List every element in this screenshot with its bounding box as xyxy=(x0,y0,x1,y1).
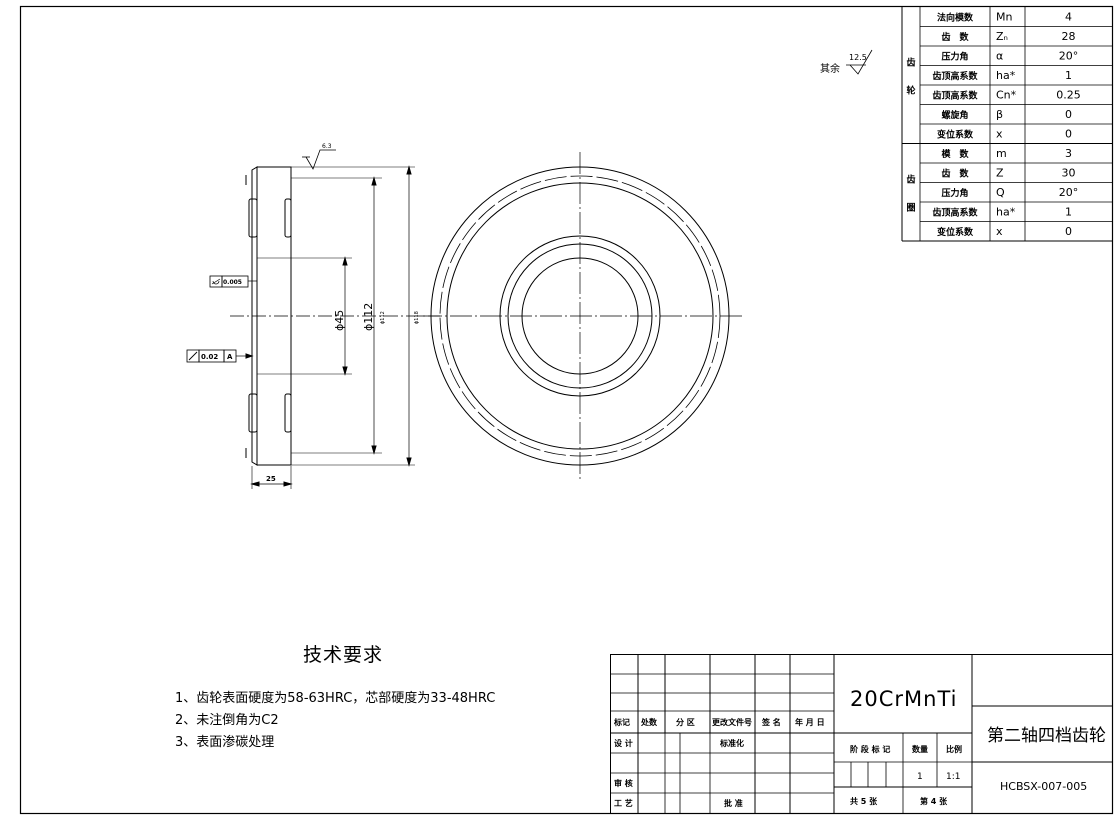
param-symbol: ha* xyxy=(996,205,1016,218)
param-label: 螺旋角 xyxy=(941,109,968,121)
front-view xyxy=(420,152,742,482)
title-block xyxy=(610,654,1113,814)
param-label: 模 数 xyxy=(941,148,969,160)
header-label-mark: 标记 xyxy=(613,717,630,727)
dim-text-mid-small: ϕ112 xyxy=(380,311,386,324)
technical-requirements-list: 1、齿轮表面硬度为58-63HRC，芯部硬度为33-48HRC 2、未注倒角为C… xyxy=(175,688,495,754)
label-quantity: 数量 xyxy=(912,744,928,754)
material: 20CrMnTi xyxy=(850,687,957,711)
label-review: 审 核 xyxy=(614,778,633,788)
param-label: 齿顶高系数 xyxy=(932,70,978,82)
param-symbol: β xyxy=(996,108,1003,121)
surface-finish-rest-symbol xyxy=(846,49,873,75)
requirement-item: 1、齿轮表面硬度为58-63HRC，芯部硬度为33-48HRC xyxy=(175,691,496,706)
param-value: 20° xyxy=(1059,186,1079,199)
param-value: 1 xyxy=(1065,69,1072,82)
title-block-frame xyxy=(610,654,1113,814)
param-symbol: m xyxy=(996,147,1007,160)
dim-text-mid: ϕ112 xyxy=(362,303,375,331)
param-symbol: Q xyxy=(996,186,1005,199)
label-scale: 比例 xyxy=(946,744,962,754)
total-sheets: 共 5 张 xyxy=(850,796,878,806)
param-label: 压力角 xyxy=(941,50,968,62)
param-label: 压力角 xyxy=(941,187,968,199)
param-value: 3 xyxy=(1065,147,1072,160)
param-symbol: Cn* xyxy=(996,88,1017,101)
param-value: 0 xyxy=(1065,127,1072,140)
part-name: 第二轴四档齿轮 xyxy=(987,726,1106,746)
dim-text-width: 25 xyxy=(266,475,276,483)
sheet-number: 第 4 张 xyxy=(920,796,948,806)
side-view-slot-lower-left xyxy=(248,393,258,433)
sheet-border xyxy=(19,5,1114,815)
param-value: 0.25 xyxy=(1056,88,1081,101)
header-label-signature: 签 名 xyxy=(761,717,781,727)
gdt-value-circularity: 0.005 xyxy=(223,279,242,286)
side-view xyxy=(186,149,440,489)
param-value: 20° xyxy=(1059,49,1079,62)
note-rest-label: 其余 xyxy=(820,62,840,75)
param-label: 法向模数 xyxy=(937,11,974,23)
side-view-slot-lower-right xyxy=(284,393,292,433)
quantity-value: 1 xyxy=(917,772,923,782)
title-block-texts: 20CrMnTi 第二轴四档齿轮 HCBSX-007-005 标记 处数 分 区… xyxy=(613,687,1106,808)
param-value: 28 xyxy=(1062,30,1076,43)
surface-finish-rest-value: 12.5 xyxy=(849,53,867,62)
param-value: 30 xyxy=(1062,166,1076,179)
param-label: 齿 数 xyxy=(941,31,969,43)
label-standardize: 标准化 xyxy=(719,738,744,748)
param-symbol: Z xyxy=(996,166,1004,179)
param-symbol: Mn xyxy=(996,10,1012,23)
param-label: 齿顶高系数 xyxy=(932,206,978,218)
param-label: 变位系数 xyxy=(937,226,974,238)
param-symbol: ha* xyxy=(996,69,1016,82)
param-value: 4 xyxy=(1065,10,1072,23)
param-label: 变位系数 xyxy=(937,128,974,140)
param-label: 齿 数 xyxy=(941,167,969,179)
section-label-ring: 齿圈 xyxy=(906,173,915,213)
param-symbol: Zₙ xyxy=(996,30,1008,43)
requirement-item: 2、未注倒角为C2 xyxy=(175,713,279,728)
gdt-value-runout: 0.02 xyxy=(201,353,218,361)
label-design: 设 计 xyxy=(614,738,633,748)
label-approve: 批 准 xyxy=(724,798,743,808)
side-view-slot-upper-right xyxy=(284,198,292,238)
param-value: 0 xyxy=(1065,108,1072,121)
param-value: 1 xyxy=(1065,205,1072,218)
scale-value: 1:1 xyxy=(946,772,960,782)
surface-finish-face-value: 6.3 xyxy=(322,143,332,150)
dim-text-outer-small: ϕ118 xyxy=(414,311,420,324)
param-value: 0 xyxy=(1065,225,1072,238)
header-label-date: 年 月 日 xyxy=(795,717,825,727)
side-view-slot-upper-left xyxy=(248,198,258,238)
header-label-zone: 分 区 xyxy=(676,717,695,727)
gear-parameter-table: 法向模数 Mn 4 齿 数 Zₙ 28 压力角 α 20° 齿顶高系数 ha* 1 齿顶高系数 Cn* 0.… xyxy=(901,7,1112,242)
param-symbol: α xyxy=(996,49,1003,62)
gdt-datum: A xyxy=(227,353,233,361)
param-symbol: x xyxy=(996,225,1003,238)
section-label-gear: 齿轮 xyxy=(906,56,915,96)
header-label-change-doc: 更改文件号 xyxy=(712,717,752,727)
header-label-count: 处数 xyxy=(640,717,658,727)
label-stage-mark: 阶 段 标 记 xyxy=(850,744,890,754)
param-label: 齿顶高系数 xyxy=(932,89,978,101)
requirement-item: 3、表面渗碳处理 xyxy=(175,735,275,750)
surface-finish-face-symbol xyxy=(305,149,336,170)
technical-requirements-title: 技术要求 xyxy=(303,644,384,666)
dim-text-bore: ϕ45 xyxy=(333,310,346,331)
drawing-number: HCBSX-007-005 xyxy=(1000,780,1087,793)
param-symbol: x xyxy=(996,127,1003,140)
label-process: 工 艺 xyxy=(614,798,633,808)
